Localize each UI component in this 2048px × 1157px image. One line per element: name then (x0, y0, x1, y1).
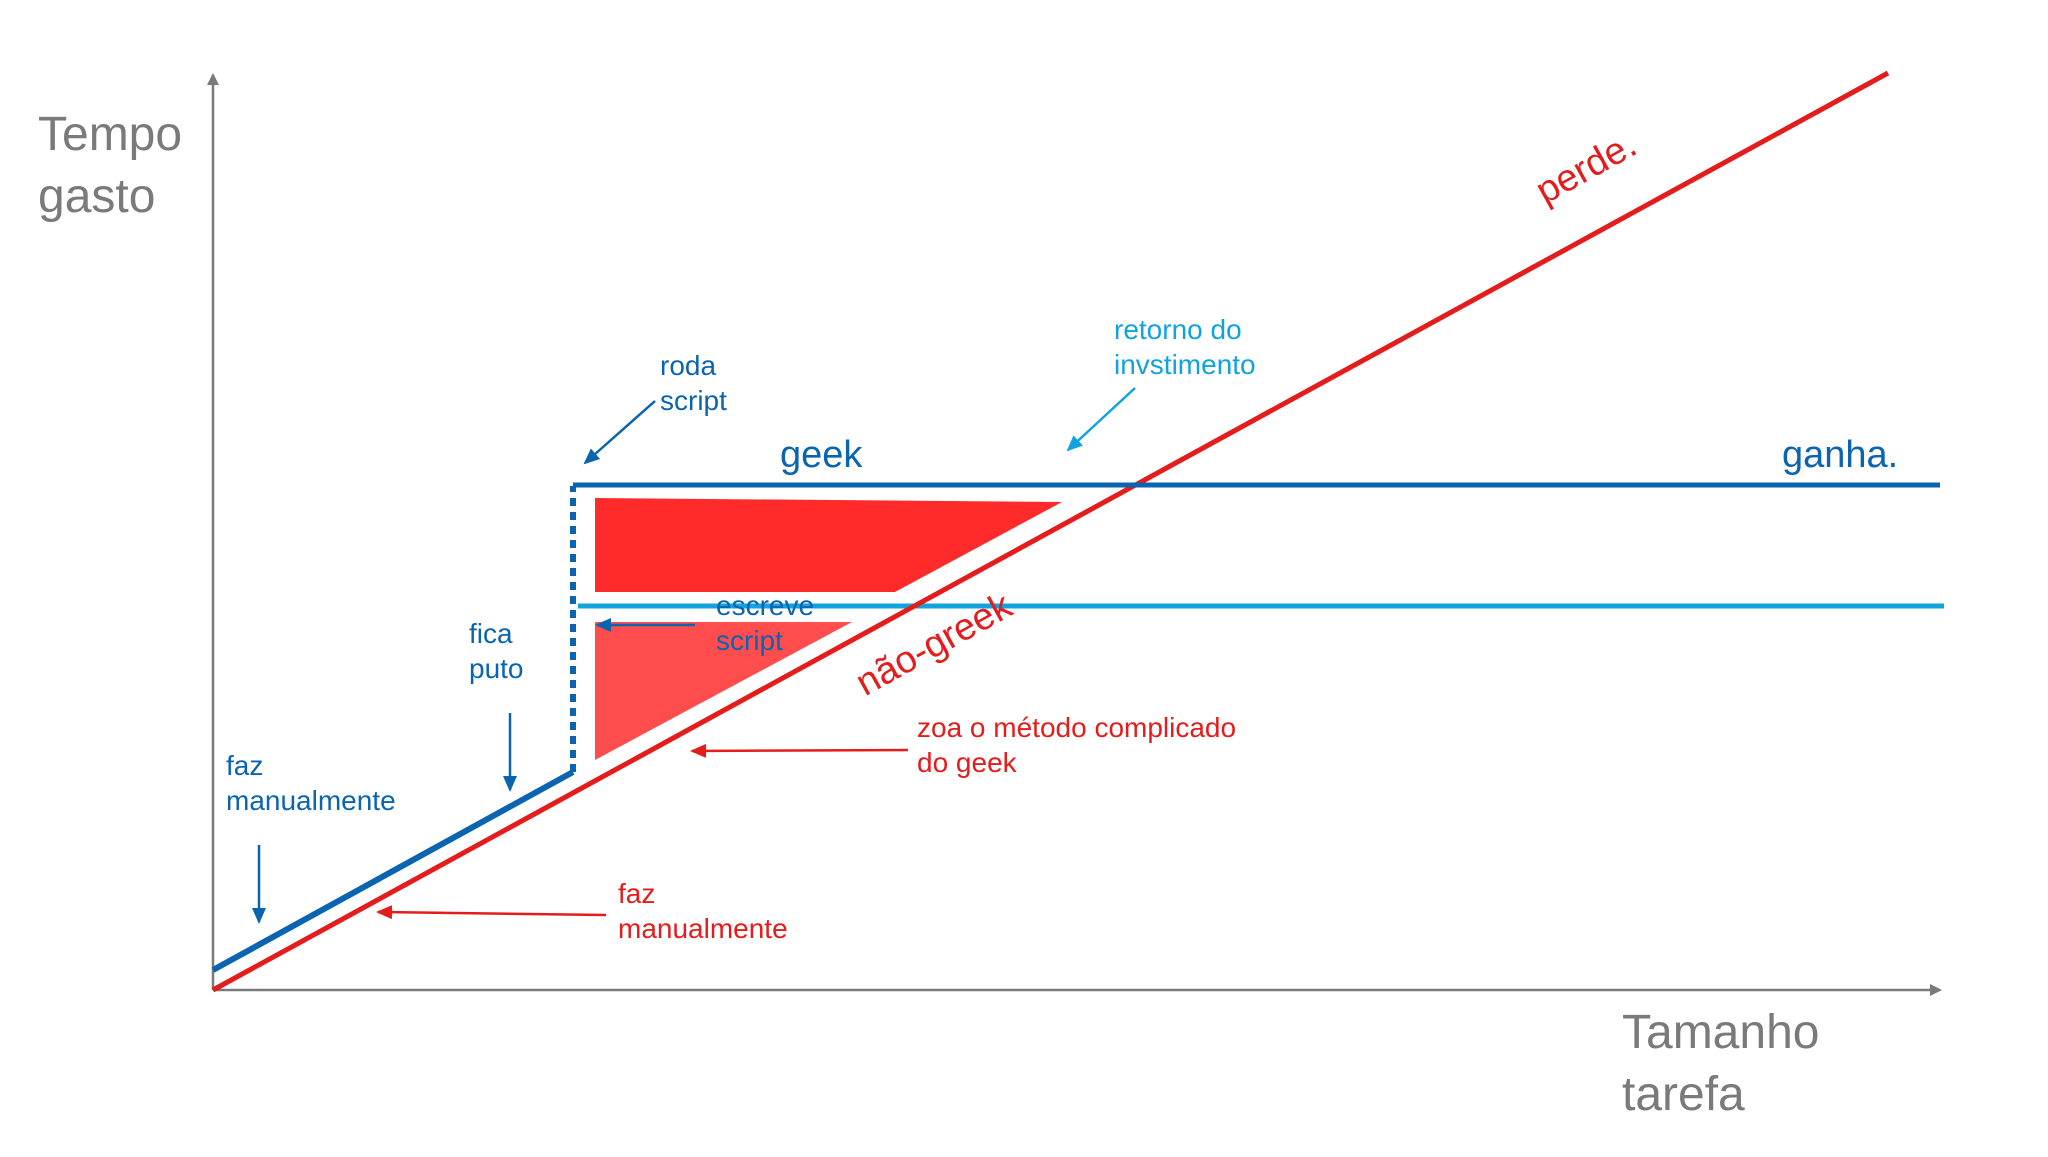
non-geek-line (211, 70, 1890, 993)
ganha-label: ganha. (1782, 434, 1899, 476)
x-axis-label: Tamanho tarefa (1622, 1002, 1819, 1127)
arrow-roda-script (583, 400, 656, 465)
retorno-investimento-label: retorno do invstimento (1114, 314, 1256, 380)
geek-label: geek (780, 434, 863, 476)
x-axis-label-line2: tarefa (1622, 1068, 1745, 1122)
script-writing-area (595, 622, 852, 760)
arrow-nongeek-faz-manualmente (376, 905, 607, 920)
arrow-retorno (1066, 387, 1136, 452)
x-axis-label-line1: Tamanho (1622, 1006, 1820, 1059)
y-axis-label: Tempo gasto (38, 104, 182, 229)
geek-manual-line (211, 769, 575, 973)
geek-faz-manualmente-label: faz manualmente (226, 750, 396, 816)
nongeek-faz-manualmente-label: faz manualmente (618, 878, 788, 944)
y-axis-label-line2: gasto (38, 170, 156, 224)
fica-puto-label: fica puto (469, 618, 524, 684)
roda-script-label: roda script (660, 350, 727, 416)
y-axis-label-line1: Tempo (38, 108, 183, 161)
zoa-metodo-label: zoa o método complicado do geek (917, 712, 1237, 778)
escreve-script-label: escreve script (716, 590, 815, 656)
arrow-zoa (690, 743, 909, 758)
geek-investment-area (595, 498, 1062, 592)
